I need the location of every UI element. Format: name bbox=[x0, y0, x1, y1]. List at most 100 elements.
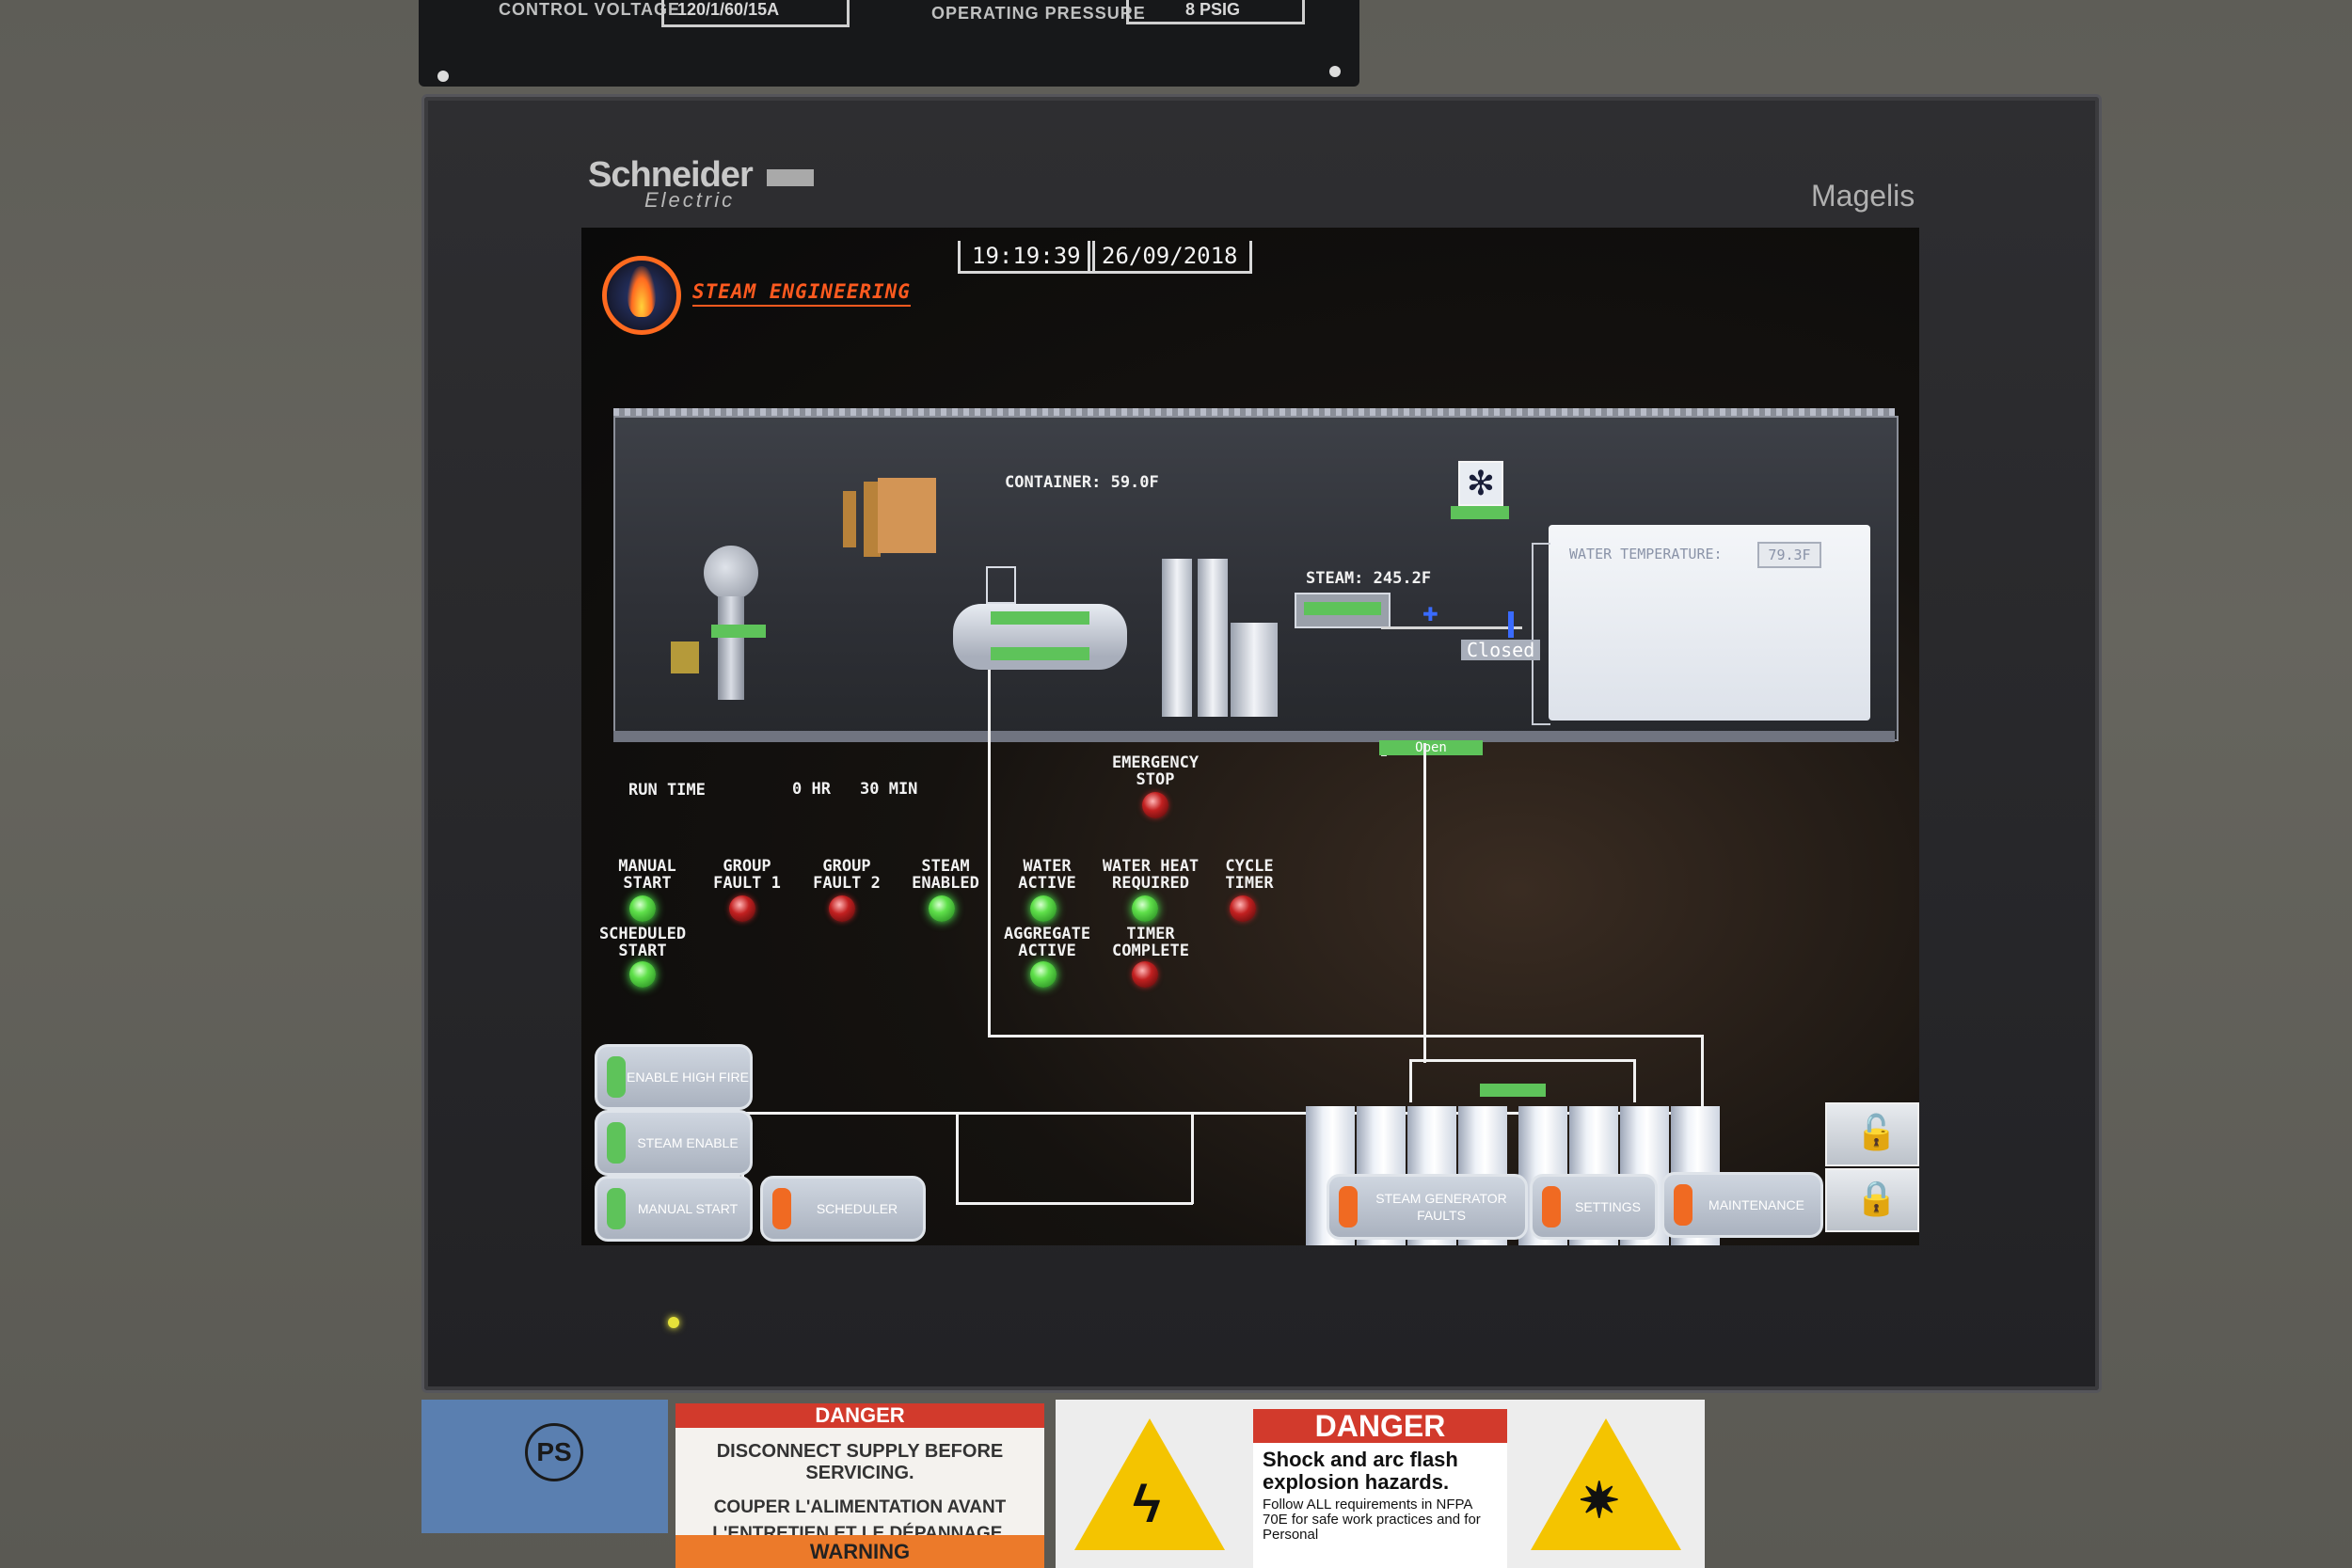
group-fault-2-indicator bbox=[829, 895, 855, 922]
electrical-hazard-icon bbox=[1074, 1418, 1225, 1550]
logout-button[interactable]: 🔒 bbox=[1825, 1168, 1919, 1232]
wire bbox=[988, 1035, 1703, 1037]
manual-start-button[interactable]: MANUAL START bbox=[595, 1176, 753, 1242]
unlock-key-icon: 🔓 bbox=[1855, 1113, 1898, 1151]
valve-closed-status: Closed bbox=[1461, 640, 1541, 660]
timer-complete-indicator bbox=[1132, 961, 1158, 988]
company-logo-text: STEAM ENGINEERING bbox=[692, 280, 911, 307]
button-label: SETTINGS bbox=[1574, 1199, 1641, 1214]
button-indicator bbox=[1674, 1184, 1692, 1226]
scheduler-button[interactable]: SCHEDULER bbox=[760, 1176, 926, 1242]
pump-motor bbox=[704, 546, 758, 600]
explosion-hazard-icon bbox=[1531, 1418, 1681, 1550]
button-indicator bbox=[607, 1188, 626, 1229]
pipe bbox=[1633, 1059, 1636, 1102]
brand-sub: Electric bbox=[644, 188, 736, 212]
button-indicator bbox=[607, 1056, 626, 1098]
screw bbox=[1329, 66, 1341, 77]
electrical-panel bbox=[878, 478, 936, 553]
pipe bbox=[1409, 1059, 1635, 1062]
button-label: STEAM GENERATOR FAULTS bbox=[1375, 1191, 1507, 1223]
danger-line-2: COUPER L'ALIMENTATION AVANT bbox=[713, 1497, 1007, 1517]
water-temp-value: 79.3F bbox=[1757, 542, 1821, 568]
button-indicator bbox=[772, 1188, 791, 1229]
control-voltage-label: CONTROL VOLTAGE bbox=[499, 0, 680, 19]
aggregate-active-label: AGGREGATE ACTIVE bbox=[1003, 925, 1091, 960]
operating-pressure-value: 8 PSIG bbox=[1126, 0, 1305, 24]
scheduled-start-label: SCHEDULED START bbox=[598, 925, 687, 960]
maintenance-button[interactable]: MAINTENANCE bbox=[1661, 1172, 1823, 1238]
steam-line bbox=[1381, 626, 1522, 629]
water-softener-tank bbox=[1198, 559, 1228, 717]
valve-fitting bbox=[671, 641, 699, 673]
button-indicator bbox=[1542, 1186, 1561, 1227]
danger-disconnect-sticker: DANGER DISCONNECT SUPPLY BEFORE SERVICIN… bbox=[675, 1403, 1044, 1544]
button-label: MANUAL START bbox=[637, 1201, 739, 1216]
explosion-burst-icon: ✷ bbox=[1579, 1474, 1620, 1528]
steam-generator-faults-button[interactable]: STEAM GENERATOR FAULTS bbox=[1327, 1174, 1528, 1240]
steam-valve-icon: ✚ bbox=[1422, 605, 1438, 626]
time-display: 19:19:39 bbox=[958, 241, 1095, 274]
steam-enabled-label: STEAM ENABLED bbox=[912, 857, 979, 893]
operating-pressure-label: OPERATING PRESSURE bbox=[931, 4, 1146, 23]
enable-high-fire-button[interactable]: ENABLE HIGH FIRE bbox=[595, 1044, 753, 1110]
button-label: MAINTENANCE bbox=[1708, 1197, 1804, 1212]
steam-temp-readout: STEAM: 245.2F bbox=[1306, 569, 1432, 588]
panel-door bbox=[843, 491, 856, 547]
pump-body bbox=[718, 596, 744, 700]
danger-header: DANGER bbox=[675, 1403, 1044, 1428]
wire bbox=[956, 1202, 1193, 1205]
container-floor bbox=[613, 731, 1895, 742]
group-fault-2-label: GROUP FAULT 2 bbox=[813, 857, 881, 893]
pipe bbox=[1423, 743, 1426, 1063]
valve-open-status: Open bbox=[1379, 740, 1483, 755]
steam-enable-button[interactable]: STEAM ENABLE bbox=[595, 1110, 753, 1176]
warning-header: WARNING bbox=[675, 1535, 1044, 1568]
certification-mark-icon: PS bbox=[525, 1423, 583, 1481]
water-active-indicator bbox=[1030, 895, 1057, 922]
tank-piping bbox=[1532, 543, 1550, 725]
date-display: 26/09/2018 bbox=[1088, 241, 1252, 274]
heater-bank-status-tag bbox=[1480, 1084, 1546, 1097]
screw bbox=[437, 71, 449, 82]
manual-start-label: MANUAL START bbox=[618, 857, 676, 893]
flame-logo-icon bbox=[602, 256, 681, 335]
water-heat-required-indicator bbox=[1132, 895, 1158, 922]
pump-status-tag bbox=[711, 625, 766, 638]
scheduled-start-indicator bbox=[629, 961, 656, 988]
hmi-screen: STEAM ENGINEERING 19:19:39 26/09/2018 ✚ … bbox=[581, 228, 1919, 1245]
lightning-bolt-icon: ϟ bbox=[1133, 1474, 1161, 1533]
manual-start-indicator bbox=[629, 895, 656, 922]
emergency-stop-label: EMERGENCY STOP bbox=[1111, 753, 1200, 789]
brand-logo-bar bbox=[767, 169, 814, 186]
burner-control-box bbox=[986, 566, 1016, 604]
danger-line-1: DISCONNECT SUPPLY BEFORE SERVICING. bbox=[716, 1441, 1004, 1483]
water-active-label: WATER ACTIVE bbox=[1018, 857, 1076, 893]
arc-flash-text-panel: DANGER Shock and arc flash explosion haz… bbox=[1253, 1409, 1507, 1568]
generator-status-tag bbox=[991, 611, 1089, 625]
button-label: SCHEDULER bbox=[816, 1201, 898, 1216]
aggregate-active-indicator bbox=[1030, 961, 1057, 988]
group-fault-1-label: GROUP FAULT 1 bbox=[713, 857, 781, 893]
wire bbox=[1191, 1112, 1194, 1204]
brand-logo: Schneider bbox=[588, 155, 754, 195]
ventilation-fan-icon: ✻ bbox=[1458, 461, 1503, 506]
login-button[interactable]: 🔓 bbox=[1825, 1102, 1919, 1166]
timer-complete-label: TIMER COMPLETE bbox=[1112, 925, 1189, 960]
arc-flash-danger-sticker: ϟ DANGER Shock and arc flash explosion h… bbox=[1056, 1400, 1705, 1568]
power-led bbox=[668, 1317, 679, 1328]
emergency-stop-indicator bbox=[1142, 792, 1168, 818]
warning-sticker: WARNING bbox=[675, 1535, 1044, 1568]
settings-button[interactable]: SETTINGS bbox=[1530, 1174, 1658, 1240]
water-valve-icon bbox=[1508, 611, 1514, 638]
water-temp-label: WATER TEMPERATURE: bbox=[1569, 546, 1723, 562]
equipment-nameplate: CONTROL VOLTAGE 120/1/60/15A OPERATING P… bbox=[419, 0, 1359, 87]
model-label: Magelis bbox=[1811, 179, 1915, 213]
panel-door bbox=[864, 482, 881, 557]
group-fault-1-indicator bbox=[729, 895, 755, 922]
button-indicator bbox=[607, 1122, 626, 1164]
water-heat-required-label: WATER HEAT REQUIRED bbox=[1102, 857, 1200, 893]
cycle-timer-indicator bbox=[1230, 895, 1256, 922]
water-softener-tank bbox=[1162, 559, 1192, 717]
wire bbox=[956, 1112, 959, 1204]
